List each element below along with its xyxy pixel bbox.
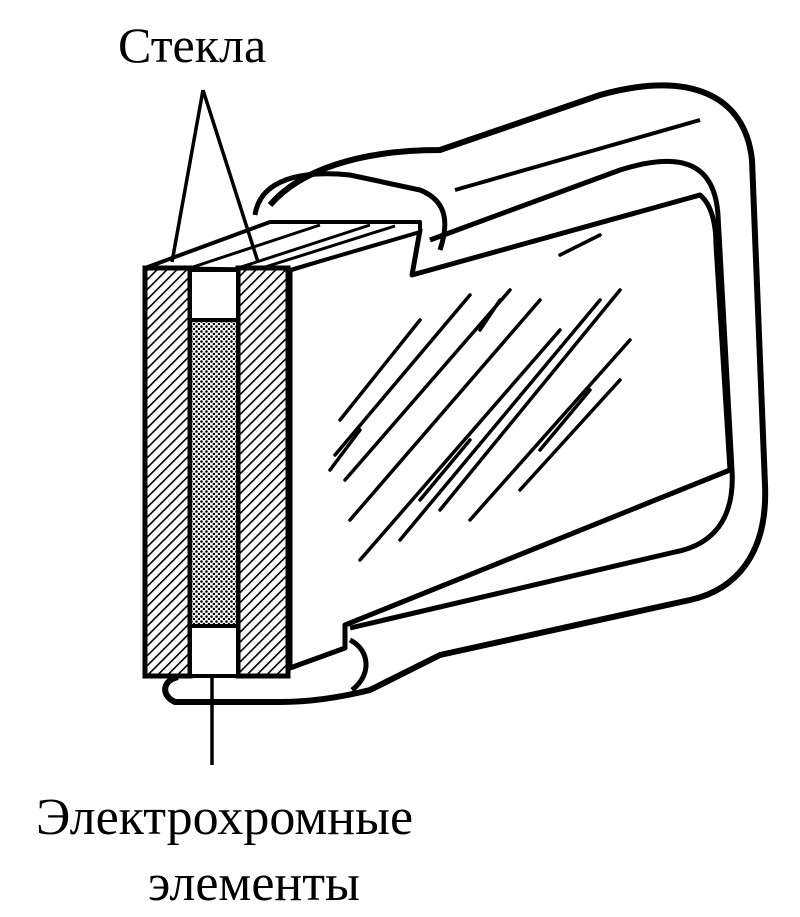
glass-label: Стекла <box>118 17 267 73</box>
electrochromic-layer <box>188 318 240 628</box>
housing-top-lip <box>252 171 448 251</box>
housing-top-edge <box>454 118 701 192</box>
glass-layer-line-3 <box>261 224 396 270</box>
housing-bottom-lip <box>348 637 369 692</box>
glass-right <box>235 265 291 679</box>
glass-callout-right <box>201 89 260 263</box>
electrochromic-label-line2: элементы <box>148 855 360 912</box>
glass-layer-line-2 <box>237 223 371 270</box>
electrochromic-label-line1: Электрохромные <box>36 789 414 846</box>
reflection-streaks <box>328 233 632 562</box>
glass-left <box>142 265 193 679</box>
glass-front-face <box>287 192 733 671</box>
glass-layer-line-1 <box>189 223 321 270</box>
seal-top <box>188 268 240 322</box>
housing-outline <box>162 82 769 705</box>
seal-bottom <box>188 624 240 678</box>
housing-inner-rim <box>349 159 735 631</box>
glass-callout-left <box>170 89 205 263</box>
